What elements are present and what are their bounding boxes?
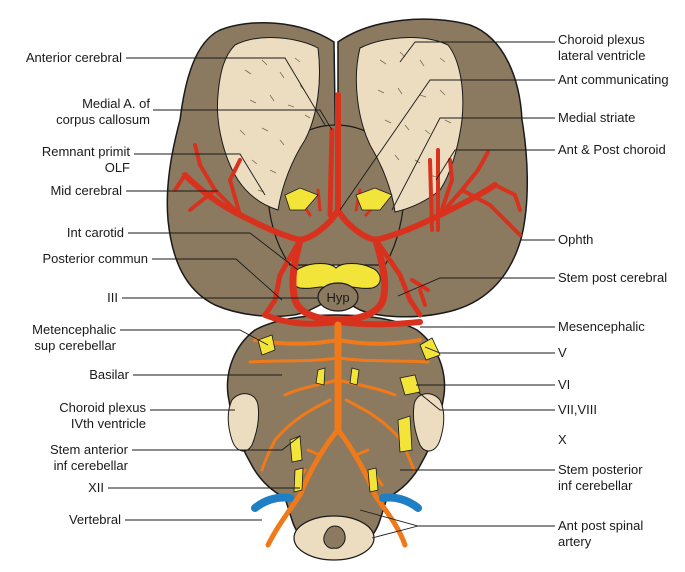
carotid-arteries <box>173 92 522 328</box>
label-stem-post-cerebral: Stem post cerebral <box>558 270 668 285</box>
label-v: V <box>558 345 567 360</box>
label-ant-post-choroid: Ant & Post choroid <box>558 142 666 157</box>
label-medial-striate: Medial striate <box>558 110 636 125</box>
label-remnant-primit-olf: Remnant primit OLF <box>41 144 130 175</box>
label-vertebral: Vertebral <box>68 512 121 527</box>
vertebral-arteries <box>251 493 422 512</box>
label-xii: XII <box>88 480 104 495</box>
label-posterior-commun: Posterior commun <box>42 251 148 266</box>
choroid-texture <box>239 51 452 193</box>
hypophysis <box>317 282 359 312</box>
fourth-ventricle-choroid-right <box>413 393 445 452</box>
label-choroid-plexus-lateral: Choroid plexus lateral ventricle <box>558 32 646 63</box>
label-medial-a-corpus-callosum: Medial A. of corpus callosum <box>56 96 150 127</box>
label-ant-communicating: Ant communicating <box>558 72 669 87</box>
label-int-carotid: Int carotid <box>66 225 124 240</box>
label-x: X <box>558 432 567 447</box>
fourth-ventricle-choroid-left <box>227 393 259 452</box>
leader-lines <box>108 41 555 539</box>
optic-chiasm <box>291 263 381 299</box>
hypophysis-label: Hyp <box>326 290 349 305</box>
label-ant-post-spinal-artery: Ant post spinal artery <box>558 518 644 549</box>
label-vii-viii: VII,VIII <box>558 402 598 417</box>
label-stem-posterior-inf-cerebellar: Stem posterior inf cerebellar <box>558 462 643 493</box>
label-mid-cerebral: Mid cerebral <box>50 183 122 198</box>
left-lateral-ventricle-choroid <box>216 37 320 211</box>
label-mesencephalic: Mesencephalic <box>558 319 645 334</box>
label-stem-anterior-inf-cerebellar: Stem anterior inf cerebellar <box>49 442 128 473</box>
spinal-cord-center <box>323 525 346 549</box>
label-ophth: Ophth <box>558 232 594 247</box>
label-anterior-cerebral: Anterior cerebral <box>25 50 122 65</box>
label-iii: III <box>107 290 118 305</box>
label-metencephalic-sup-cerebellar: Metencephalic sup cerebellar <box>32 322 116 353</box>
label-choroid-plexus-ivth: Choroid plexus IVth ventricle <box>59 400 146 431</box>
label-basilar: Basilar <box>89 367 129 382</box>
label-vi: VI <box>558 377 571 392</box>
cranial-nerves <box>257 187 441 493</box>
